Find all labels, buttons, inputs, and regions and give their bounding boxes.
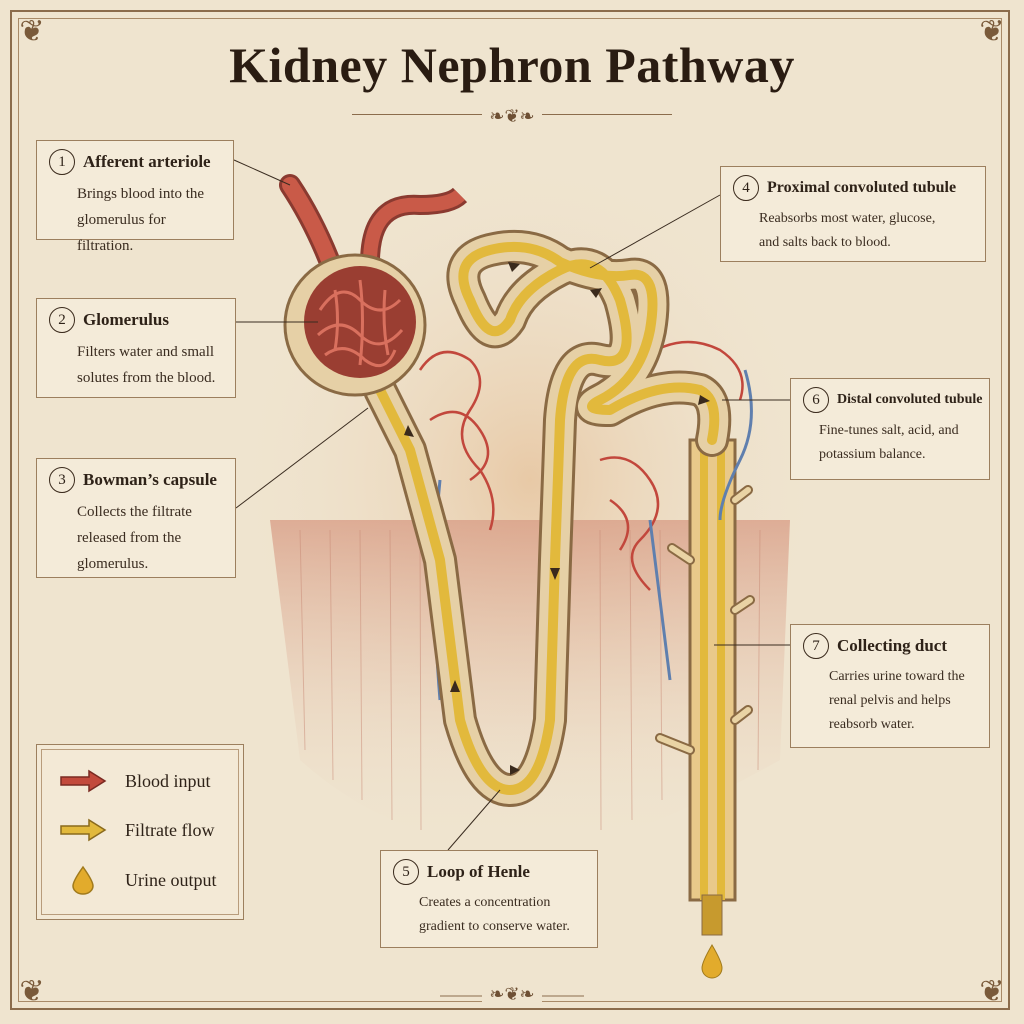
red-arrow-icon xyxy=(60,769,107,793)
legend-label: Filtrate flow xyxy=(125,819,215,840)
yellow-arrow-icon xyxy=(60,818,107,842)
efferent-arteriole xyxy=(360,187,468,292)
callout-glomerulus: 2 Glomerulus Filters water and small sol… xyxy=(36,298,236,398)
step-number: 5 xyxy=(393,859,419,885)
corner-ornament-icon: ❦ xyxy=(979,974,1005,1009)
callout-bowmans-capsule: 3 Bowman’s capsule Collects the filtrate… xyxy=(36,458,236,578)
callout-text: Reabsorbs most water, glucose, and salts… xyxy=(759,211,936,250)
flow-arrows xyxy=(404,262,710,775)
callout-loop-of-henle: 5 Loop of Henle Creates a concentration … xyxy=(380,850,598,948)
callout-title: Collecting duct xyxy=(837,636,948,655)
legend-item-urine: Urine output xyxy=(59,865,217,895)
callout-title: Bowman’s capsule xyxy=(83,470,217,489)
step-number: 7 xyxy=(803,633,829,659)
callout-title: Glomerulus xyxy=(83,310,169,329)
step-number: 2 xyxy=(49,307,75,333)
callout-title: Loop of Henle xyxy=(427,862,530,881)
collecting-duct xyxy=(655,438,755,936)
callout-title: Distal convoluted tubule xyxy=(837,392,983,407)
medulla-striations xyxy=(299,529,761,831)
outer-border xyxy=(10,10,1010,1010)
corner-ornament-icon: ❦ xyxy=(19,974,45,1009)
page-title: Kidney Nephron Pathway xyxy=(229,37,795,93)
callout-distal-convoluted-tubule: 6 Distal convoluted tubule Fine-tunes sa… xyxy=(790,378,990,480)
step-number: 4 xyxy=(733,175,759,201)
legend-label: Urine output xyxy=(125,869,217,890)
corner-ornament-icon: ❦ xyxy=(19,14,45,49)
callout-text: Collects the filtrate released from the … xyxy=(77,504,192,572)
peritubular-capillaries xyxy=(418,340,744,591)
flourish-icon: ❧❦❧ xyxy=(482,106,542,127)
flourish-icon: ❧❦❧ xyxy=(482,984,542,1005)
step-number: 3 xyxy=(49,467,75,493)
step-number: 6 xyxy=(803,387,829,413)
renal-tubule xyxy=(363,229,732,807)
callout-text: Carries urine toward the renal pelvis an… xyxy=(829,669,965,732)
callout-afferent-arteriole: 1 Afferent arteriole Brings blood into t… xyxy=(36,140,234,254)
droplet-icon xyxy=(701,944,723,979)
leader-lines xyxy=(233,159,790,851)
droplet-icon xyxy=(72,865,94,895)
callout-collecting-duct: 7 Collecting duct Carries urine toward t… xyxy=(790,624,990,748)
glomerulus xyxy=(316,279,404,368)
bowmans-capsule xyxy=(283,253,427,397)
legend-item-blood: Blood input xyxy=(59,769,211,793)
callout-text: Fine-tunes salt, acid, and potassium bal… xyxy=(819,423,959,462)
callout-proximal-convoluted-tubule: 4 Proximal convoluted tubule Reabsorbs m… xyxy=(720,166,986,262)
step-number: 1 xyxy=(49,149,75,175)
legend-label: Blood input xyxy=(125,770,211,791)
callout-text: Brings blood into the glomerulus for fil… xyxy=(77,186,205,254)
callout-title: Proximal convoluted tubule xyxy=(767,179,957,196)
callout-title: Afferent arteriole xyxy=(83,152,211,171)
callout-text: Filters water and small solutes from the… xyxy=(77,344,216,386)
legend-inner-border xyxy=(41,749,239,915)
callout-text: Creates a concentration gradient to cons… xyxy=(419,895,570,934)
legend-item-filtrate: Filtrate flow xyxy=(59,818,214,842)
corner-ornament-icon: ❦ xyxy=(979,14,1005,49)
legend: Blood input Filtrate flow Urine output xyxy=(36,744,244,920)
